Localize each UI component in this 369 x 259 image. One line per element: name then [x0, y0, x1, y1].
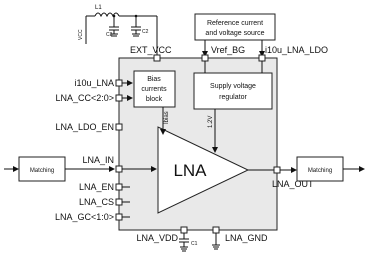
bias-line1: Bias: [147, 76, 161, 83]
label-i10u-lna-ldo: i10u_LNA_LDO: [265, 45, 328, 55]
label-lna-out: LNA_OUT: [272, 179, 314, 189]
label-lna-en: LNA_EN: [79, 182, 114, 192]
label-c1: C1: [191, 241, 198, 247]
label-c3: C3: [106, 32, 113, 38]
label-1-2v: 1.2V: [208, 116, 214, 128]
pin-lna-gc: [115, 213, 123, 221]
label-ibias: Ibias: [164, 111, 170, 124]
pin-lna-in: [115, 165, 123, 173]
label-lna-cc: LNA_CC<2:0>: [55, 93, 114, 103]
reference-source-line1: Reference current: [207, 20, 263, 27]
lna-label: LNA: [173, 161, 207, 180]
label-c2: C2: [142, 29, 149, 35]
inductor-l1: [94, 12, 120, 18]
matching-output-label: Matching: [308, 168, 332, 174]
label-lna-gc: LNA_GC<1:0>: [55, 212, 114, 222]
pin-i10u-lna: [115, 79, 123, 87]
regulator-line1: Supply voltage: [210, 83, 256, 90]
label-ext-vcc: EXT_VCC: [130, 45, 172, 55]
bias-currents-block: [133, 70, 176, 108]
label-vref-bg: Vref_BG: [211, 45, 245, 55]
pin-i10u-lna-ldo: [258, 54, 266, 62]
bias-line2: currents: [141, 86, 167, 93]
label-l1: L1: [95, 5, 102, 11]
lna-amplifier: [157, 126, 250, 214]
pin-lna-vdd: [180, 226, 188, 234]
label-lna-gnd: LNA_GND: [225, 233, 268, 243]
pin-lna-gnd: [212, 226, 220, 234]
pin-ext-vcc: [153, 54, 161, 62]
supply-voltage-regulator: [193, 72, 273, 110]
pin-lna-cs: [115, 198, 123, 206]
pin-vref-bg: [201, 54, 209, 62]
pin-lna-out: [273, 166, 281, 174]
matching-input-label: Matching: [30, 168, 54, 174]
label-lna-cs: LNA_CS: [79, 197, 114, 207]
pin-lna-en: [115, 183, 123, 191]
label-lna-in: LNA_IN: [82, 155, 114, 165]
label-vcc: VCC: [78, 29, 84, 40]
matching-input-block: [18, 156, 66, 182]
label-lna-vdd: LNA_VDD: [136, 233, 178, 243]
pin-lna-ldo-en: [115, 123, 123, 131]
supply-network: [85, 12, 158, 58]
label-i10u-lna: i10u_LNA: [74, 78, 114, 88]
regulator-line2: regulator: [219, 94, 247, 101]
matching-output-block: [296, 156, 344, 182]
bias-line3: block: [146, 96, 163, 103]
pin-lna-cc: [115, 94, 123, 102]
reference-source-box: [194, 13, 276, 41]
reference-source-line2: and voltage source: [205, 30, 264, 37]
label-lna-ldo-en: LNA_LDO_EN: [55, 122, 114, 132]
